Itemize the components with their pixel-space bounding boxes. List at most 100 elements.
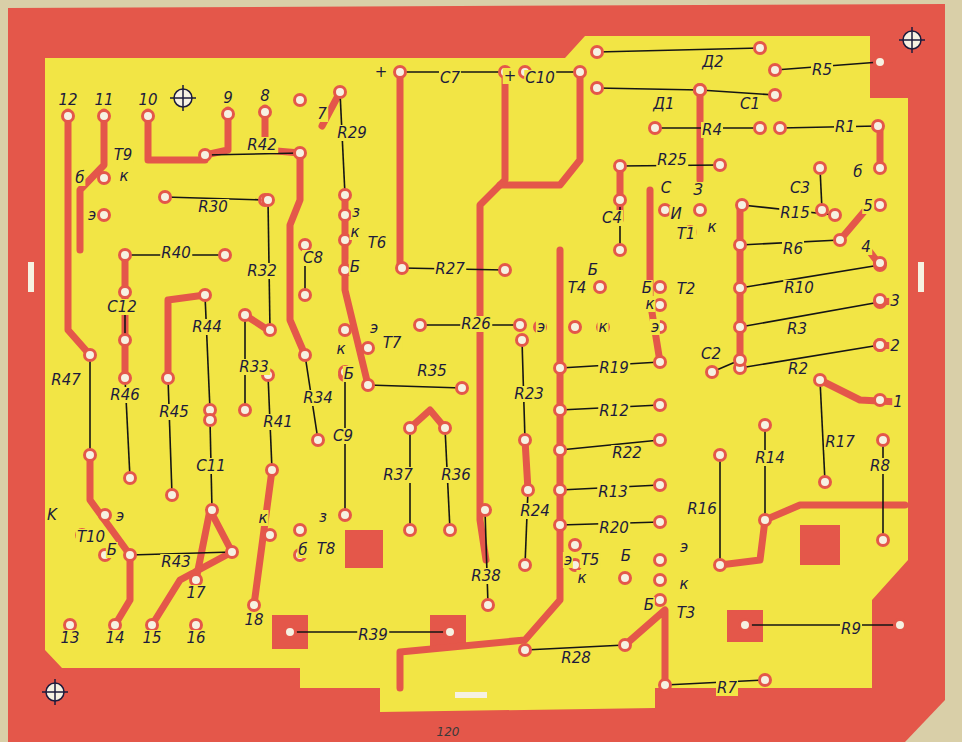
crosshair [42,679,68,705]
solder-pad [220,250,231,261]
component-lead [597,88,700,90]
board-label: б [74,170,85,186]
solder-pad [875,340,886,351]
board-label: 1 [892,394,904,410]
copper-trace [122,255,129,378]
solder-pad [615,245,626,256]
solder-pad [655,357,666,368]
board-label: R36 [440,467,472,483]
board-label: 15 [141,630,162,646]
component-lead [882,440,884,540]
board-label: R3 [786,321,808,337]
board-label: к [335,341,346,357]
solder-pad [163,373,174,384]
board-label: C4 [601,210,623,226]
solder-pad [405,423,416,434]
solder-pad [755,123,766,134]
solder-pad [120,373,131,384]
solder-pad [167,490,178,501]
solder-pad [615,195,626,206]
solder-pad [875,57,886,68]
solder-pad [660,680,671,691]
component-lead [745,624,900,626]
solder-pad [655,435,666,446]
component-lead [168,378,172,495]
board-label: R41 [262,414,294,430]
board-label: э [536,319,546,335]
board-label: R28 [560,650,592,666]
solder-pad [735,355,746,366]
board-label: C12 [106,299,138,315]
board-label: 5 [862,198,874,214]
ground-pad [345,530,383,568]
solder-pad [99,210,110,221]
solder-pad [655,282,666,293]
board-label: Б [343,366,355,382]
board-label: Б [587,262,599,278]
board-label: к [118,168,129,184]
board-label: э [369,320,379,336]
board-label: 18 [243,612,264,628]
board-label: Б [643,597,655,613]
solder-pad [500,265,511,276]
solder-pad [820,477,831,488]
component-lead [719,455,721,565]
board-label: R34 [302,390,334,406]
solder-pad [895,620,906,631]
solder-pad [655,300,666,311]
ground-pad [800,525,840,565]
solder-pad [223,109,234,120]
solder-pad [99,173,110,184]
solder-pad [707,367,718,378]
board-label: к [597,319,608,335]
ground-pad [727,610,763,642]
solder-pad [815,375,826,386]
board-label: 4 [860,239,872,255]
solder-pad [555,363,566,374]
copper-trace [400,250,560,688]
solder-pad [655,400,666,411]
solder-pad [873,121,884,132]
board-label: R8 [869,458,891,474]
solder-pad [592,83,603,94]
solder-pad [760,675,771,686]
crosshair [899,27,925,53]
board-label: T1 [676,226,697,242]
board-label: R47 [50,372,82,388]
solder-pad [715,560,726,571]
solder-pad [295,525,306,536]
solder-pad [249,600,260,611]
board-label: T8 [316,541,337,557]
component-lead [205,153,300,155]
board-label: 120 [436,724,461,740]
board-label: з [318,509,328,525]
board-label: K [46,507,58,523]
solder-pad [200,150,211,161]
solder-pad [120,335,131,346]
solder-pad [457,383,468,394]
solder-pad [878,535,889,546]
solder-pad [875,200,886,211]
solder-pad [85,350,96,361]
board-label: C7 [439,70,461,86]
solder-pad [100,510,111,521]
board-label: R24 [519,503,551,519]
component-lead [740,345,880,368]
solder-pad [125,473,136,484]
board-label: б [297,542,308,558]
board-label: R33 [238,359,270,375]
board-label: R22 [611,445,643,461]
board-label: R1 [834,119,856,135]
solder-pad [655,517,666,528]
board-label: R40 [160,245,192,261]
solder-pad [770,65,781,76]
solder-pad [592,47,603,58]
solder-pad [520,645,531,656]
solder-pad [295,148,306,159]
board-label: к [678,576,689,592]
board-label: R7 [716,680,738,696]
component-lead [340,92,345,195]
board-label: R9 [840,621,862,637]
component-lead [764,425,766,520]
